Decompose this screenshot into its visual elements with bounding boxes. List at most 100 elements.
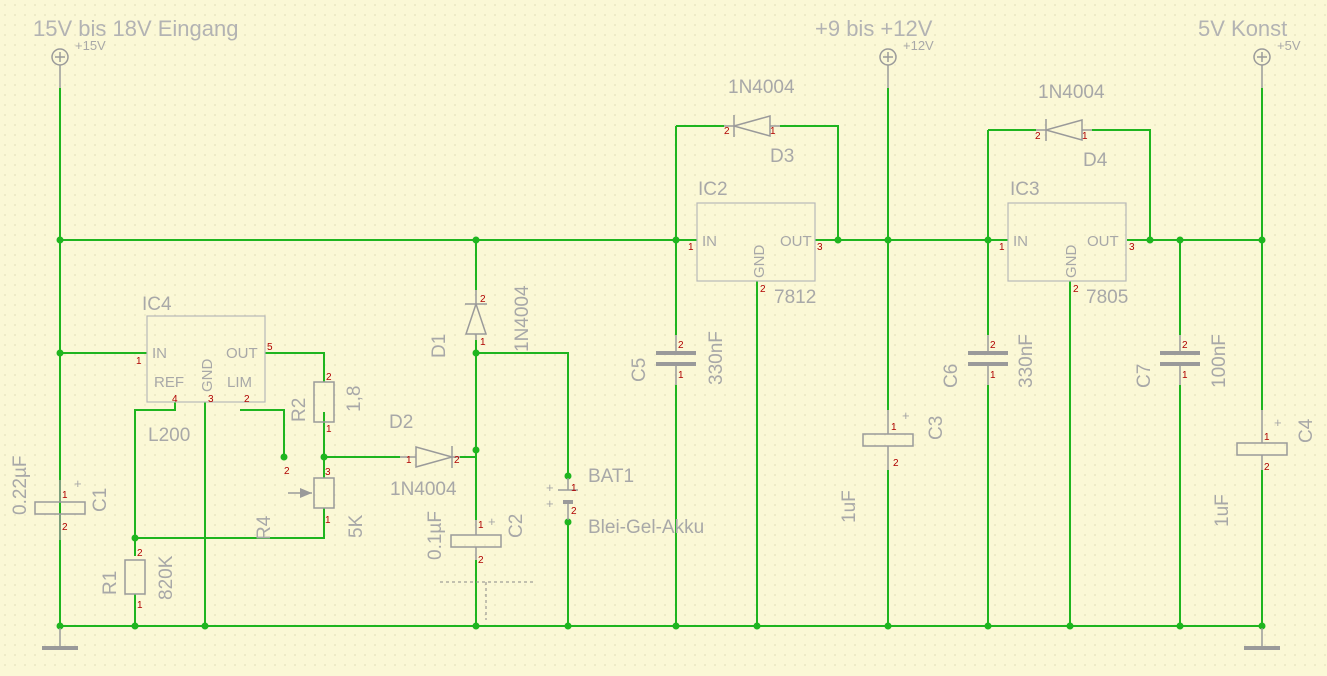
d1-pin2: 2 [480,294,486,305]
c1-pin1: 1 [62,490,68,501]
ic4-regulator: IC4 L200 IN OUT REF LIM GND 1 5 4 3 2 [136,294,273,446]
supply-12v: +12V [879,38,934,88]
ic3-pin3: 3 [1129,242,1135,253]
diode-d3: 1N4004 D3 2 1 [724,77,795,167]
svg-text:+: + [902,408,910,423]
bat1-pin2: 2 [571,506,577,517]
title-input: 15V bis 18V Eingang [33,16,239,41]
wires [59,88,1263,628]
capacitor-c3: + 1 2 C3 1uF [839,408,947,523]
junction-dots [56,236,1266,630]
capacitor-c6: 2 1 C6 330nF [941,334,1037,388]
r4-pin3: 3 [325,467,331,478]
c1-value: 0.22µF [10,455,31,515]
d4-value: 1N4004 [1038,82,1105,103]
resistor-r4: 3 2 1 R4 5K [254,466,367,540]
ic3-pin1: 1 [999,242,1005,253]
ic4-pin4: 4 [172,394,178,405]
c1-pin2: 2 [62,522,68,533]
ic2-pin-out: OUT [780,233,812,250]
c3-name: C3 [926,416,947,440]
r2-name: R2 [289,398,310,422]
ic4-pin-in: IN [152,345,167,362]
diode-d4: 1N4004 D4 2 1 [1035,82,1108,171]
title-mid: +9 bis +12V [815,16,933,41]
ic3-value: 7805 [1086,287,1128,308]
c4-pin1: 1 [1264,432,1270,443]
capacitor-c7: 2 1 C7 100nF [1134,334,1230,388]
d1-value: 1N4004 [512,285,533,352]
ic4-pin-ref: REF [154,374,184,391]
c6-name: C6 [941,364,962,388]
r4-name: R4 [254,515,275,540]
svg-text:+: + [74,476,82,491]
ic4-value: L200 [148,425,190,446]
c1-name: C1 [90,488,111,512]
ic2-pin1: 1 [688,242,694,253]
c2-pin2: 2 [478,555,484,566]
c3-pin2: 2 [893,458,899,469]
capacitor-c1: + 1 2 0.22µF C1 [10,455,111,540]
supply-5v-label: +5V [1277,38,1301,53]
c5-name: C5 [629,358,650,382]
d1-name: D1 [429,334,450,358]
d3-value: 1N4004 [728,77,795,98]
ic2-pin2: 2 [760,284,766,295]
ic4-pin2: 2 [244,394,250,405]
ic3-pin-gnd: GND [1063,245,1080,279]
bat1-pin1: 1 [571,483,577,494]
ground-symbol-right [1244,628,1280,650]
c6-value: 330nF [1016,334,1037,388]
c4-value: 1uF [1212,494,1233,527]
r1-value: 820K [156,555,177,600]
ic3-regulator: IC3 7805 IN OUT GND 1 3 2 [999,179,1135,308]
svg-text:+: + [546,496,554,511]
ic2-pin-in: IN [702,233,717,250]
diode-d2: D2 1N4004 1 2 [389,412,460,500]
c5-pin1: 1 [678,370,684,381]
ic2-pin-gnd: GND [751,245,768,279]
ic4-pin-lim: LIM [227,374,252,391]
battery-bat1: + + 1 2 BAT1 Blei-Gel-Akku [546,466,704,538]
ic4-pin1: 1 [136,356,142,367]
c5-value: 330nF [706,331,727,385]
supply-5v: +5V [1253,38,1301,88]
r1-name: R1 [100,571,121,595]
d3-name: D3 [770,146,794,167]
supply-12v-label: +12V [903,38,934,53]
ic4-name: IC4 [142,294,172,315]
svg-text:+: + [546,480,554,495]
supply-15v: +15V [51,38,106,88]
r1-pin2: 2 [137,548,143,559]
d4-pin2: 2 [1035,131,1041,142]
resistor-r2: 2 1 R2 1,8 [289,372,365,435]
c7-pin1: 1 [1182,370,1188,381]
ic4-pin3: 3 [208,394,214,405]
ic4-pin-gnd: GND [199,359,216,393]
ic2-regulator: IC2 7812 IN OUT GND 1 3 2 [688,179,823,308]
d4-pin1: 1 [1082,131,1088,142]
c3-value: 1uF [839,490,860,523]
d2-value: 1N4004 [390,479,457,500]
bat1-name: BAT1 [588,466,634,487]
svg-text:+: + [488,514,496,529]
c2-pin1: 1 [478,520,484,531]
r2-pin2: 2 [326,372,332,383]
diode-d1: 2 1 D1 1N4004 [429,285,533,358]
r4-pin2: 2 [284,466,290,477]
c5-pin2: 2 [678,340,684,351]
svg-text:+: + [1274,415,1282,430]
c2-value: 0.1µF [425,511,446,560]
bat1-value: Blei-Gel-Akku [588,517,704,538]
ic2-pin3: 3 [817,242,823,253]
ic2-value: 7812 [774,287,816,308]
c6-pin1: 1 [990,370,996,381]
ic4-pin5: 5 [267,342,273,353]
ic4-pin-out: OUT [226,345,258,362]
capacitor-c5: 2 1 C5 330nF [629,331,727,385]
d3-pin2: 2 [724,126,730,137]
d2-pin1: 1 [406,455,412,466]
